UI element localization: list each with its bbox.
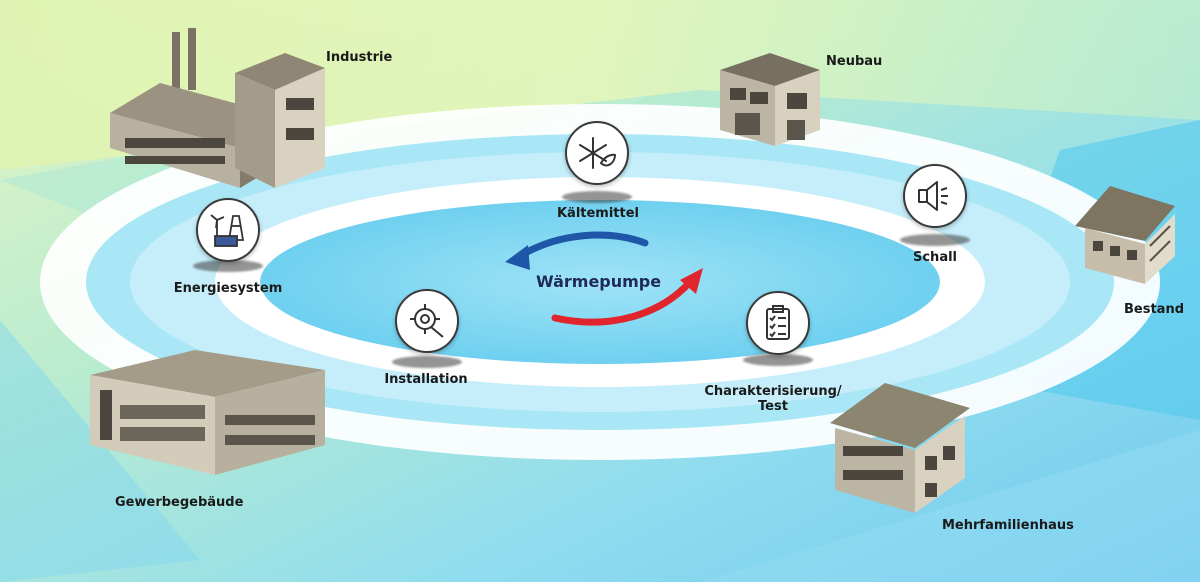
kaeltemittel-badge [565,121,629,185]
snowflake-leaf-icon [579,137,617,169]
neubau-label: Neubau [826,54,883,69]
gear-wrench-icon [410,304,444,338]
energiesystem-badge [196,198,260,262]
mehrfamilienhaus-building [830,383,970,513]
gewerbegebaeude-building [90,350,325,475]
red-arrow [551,278,694,326]
bestand-label: Bestand [1124,302,1185,317]
wind-solar-power-icon [210,214,245,247]
gewerbegebaeude-label: Gewerbegebäude [115,495,244,510]
installation-shadow [392,356,462,368]
red-arrow-head [680,268,703,294]
center-title: Wärmepumpe [536,272,662,291]
bestand-building [1075,186,1175,284]
industrie-building [110,28,325,188]
charakterisierung-shadow [743,354,813,366]
installation-badge [395,289,459,353]
industrie-label: Industrie [326,50,393,65]
blue-arrow [516,231,649,260]
schall-label: Schall [912,250,958,265]
kaeltemittel-label: Kältemittel [556,206,640,221]
mehrfamilienhaus-label: Mehrfamilienhaus [942,518,1074,533]
blue-arrow-head [505,245,530,270]
charakterisierung-label: Charakterisierung/ Test [704,384,842,414]
speaker-sound-icon [918,181,948,211]
neubau-building [720,53,820,146]
clipboard-checklist-icon [766,305,790,340]
kaeltemittel-shadow [562,191,632,203]
energiesystem-label: Energiesystem [173,281,283,296]
energiesystem-shadow [193,260,263,272]
installation-label: Installation [384,372,468,387]
schall-badge [903,164,967,228]
charakterisierung-badge [746,291,810,355]
schall-shadow [900,234,970,246]
